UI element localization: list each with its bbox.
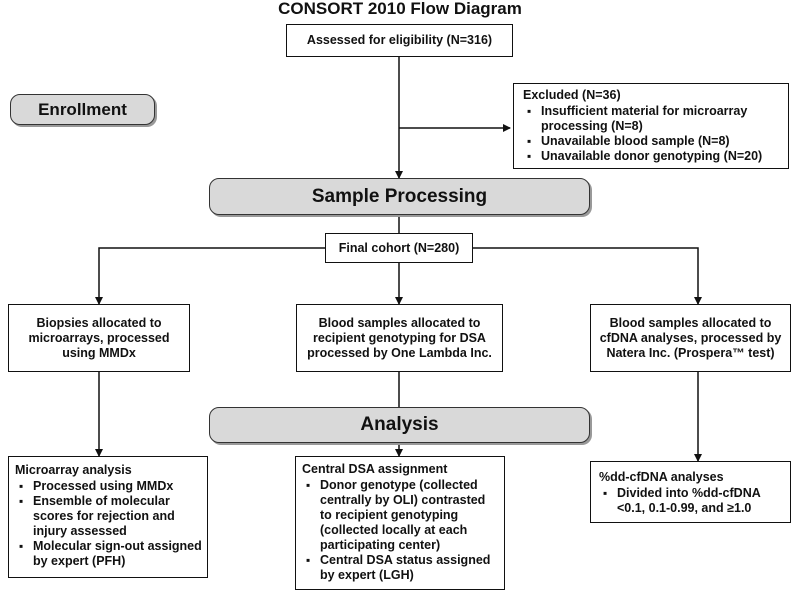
allocation-middle-label: Blood samples allocated to recipient gen… <box>307 315 492 360</box>
list-item: Unavailable donor genotyping (N=20) <box>523 149 782 164</box>
list-item: Divided into %dd-cfDNA <0.1, 0.1-0.99, a… <box>599 486 786 516</box>
excluded-heading: Excluded (N=36) <box>523 88 621 102</box>
allocation-left-box: Biopsies allocated to microarrays, proce… <box>8 304 190 372</box>
microarray-heading: Microarray analysis <box>15 463 132 477</box>
allocation-middle-box: Blood samples allocated to recipient gen… <box>296 304 503 372</box>
list-item: Processed using MMDx <box>15 479 203 494</box>
allocation-right-box: Blood samples allocated to cfDNA analyse… <box>590 304 791 372</box>
excluded-box: Excluded (N=36) Insufficient material fo… <box>513 83 789 169</box>
excluded-list: Insufficient material for microarray pro… <box>523 104 782 164</box>
list-item: Unavailable blood sample (N=8) <box>523 134 782 149</box>
list-item: Molecular sign-out assigned by expert (P… <box>15 539 203 569</box>
list-item: Insufficient material for microarray pro… <box>523 104 782 134</box>
cfdna-analysis-box: %dd-cfDNA analyses Divided into %dd-cfDN… <box>590 461 791 523</box>
list-item: Central DSA status assigned by expert (L… <box>302 553 500 583</box>
assessed-box: Assessed for eligibility (N=316) <box>286 24 513 57</box>
allocation-left-label: Biopsies allocated to microarrays, proce… <box>28 315 170 360</box>
line-cohort-branch-right <box>473 247 702 305</box>
line-cohort-branch-left <box>95 247 325 305</box>
cfdna-list: Divided into %dd-cfDNA <0.1, 0.1-0.99, a… <box>599 486 786 516</box>
stage-analysis-label: Analysis <box>360 414 439 435</box>
cfdna-heading: %dd-cfDNA analyses <box>599 470 724 484</box>
assessed-label: Assessed for eligibility (N=316) <box>306 33 493 47</box>
list-item: Ensemble of molecular scores for rejecti… <box>15 494 203 539</box>
dsa-list: Donor genotype (collected centrally by O… <box>302 478 500 583</box>
stage-sample-processing: Sample Processing <box>209 178 590 215</box>
stage-enrollment: Enrollment <box>10 94 155 125</box>
final-cohort-label: Final cohort (N=280) <box>338 240 460 255</box>
diagram-title: CONSORT 2010 Flow Diagram <box>278 0 522 18</box>
dsa-heading: Central DSA assignment <box>302 462 448 476</box>
microarray-analysis-box: Microarray analysis Processed using MMDx… <box>8 456 208 578</box>
final-cohort-box: Final cohort (N=280) <box>325 233 473 263</box>
allocation-right-label: Blood samples allocated to cfDNA analyse… <box>599 315 782 360</box>
list-item: Donor genotype (collected centrally by O… <box>302 478 500 553</box>
stage-enrollment-label: Enrollment <box>38 99 127 119</box>
microarray-list: Processed using MMDx Ensemble of molecul… <box>15 479 203 569</box>
dsa-assignment-box: Central DSA assignment Donor genotype (c… <box>295 456 505 590</box>
stage-sample-processing-label: Sample Processing <box>311 185 488 207</box>
stage-analysis: Analysis <box>209 407 590 443</box>
